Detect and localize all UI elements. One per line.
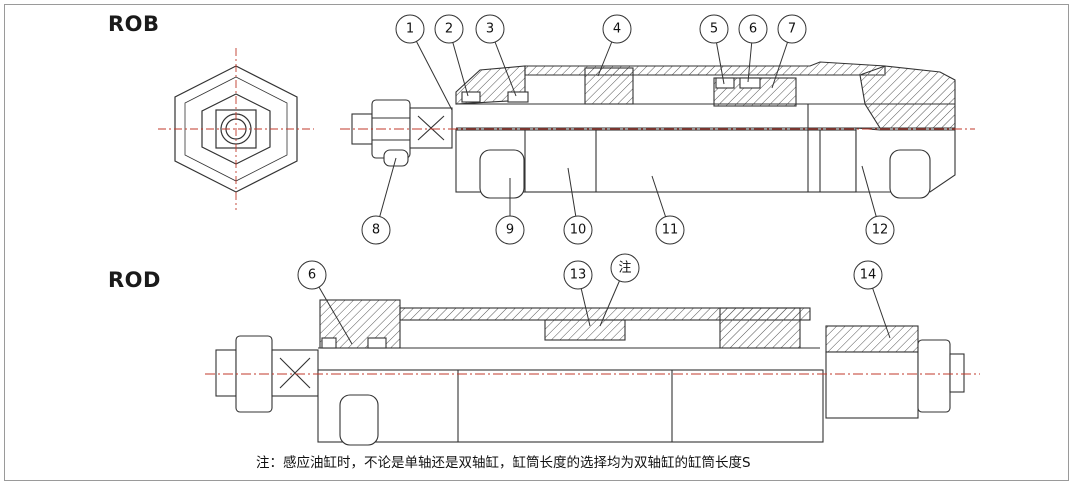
rob-callout-label-2: 2 [445, 22, 453, 37]
rob-callout-bubble-7 [777, 14, 807, 44]
rod-callout-label-14: 14 [860, 268, 877, 283]
rob-callout-label-1: 1 [406, 22, 414, 37]
rod-callout-label-13: 13 [570, 268, 587, 283]
rob-callout-label-9: 9 [506, 223, 514, 238]
rod-callout-bubble-注 [610, 253, 640, 283]
rob-callout-bubble-1 [395, 14, 425, 44]
rod-callout-bubble-13 [563, 260, 593, 290]
rob-callout-label-11: 11 [662, 223, 679, 238]
rob-callout-label-8: 8 [372, 223, 380, 238]
rob-callout-label-12: 12 [872, 223, 889, 238]
rob-callout-bubble-6 [738, 14, 768, 44]
rob-callout-bubble-3 [475, 14, 505, 44]
rob-leader-1 [409, 28, 453, 111]
rob-end-view [158, 48, 314, 210]
rob-callout-bubble-5 [699, 14, 729, 44]
rob-section [340, 61, 975, 199]
rob-callout-label-4: 4 [613, 22, 621, 37]
rod-callout-bubble-6 [297, 260, 327, 290]
rob-callout-bubble-2 [434, 14, 464, 44]
rod-title: ROD [108, 268, 161, 292]
rob-title: ROB [108, 12, 160, 36]
footnote: 注：感应油缸时，不论是单轴还是双轴缸，缸筒长度的选择均为双轴缸的缸筒长度S [256, 455, 751, 471]
rod-callout-label-注: 注 [618, 261, 631, 276]
rob-callout-bubble-10 [563, 215, 593, 245]
rob-callout-bubble-11 [655, 215, 685, 245]
rob-callout-bubble-8 [361, 215, 391, 245]
rob-callout-bubble-9 [495, 215, 525, 245]
rob-callout-label-6: 6 [749, 22, 757, 37]
rob-callout-label-5: 5 [710, 22, 718, 37]
rob-callout-bubble-12 [865, 215, 895, 245]
rob-callout-label-10: 10 [570, 223, 587, 238]
rob-callout-label-7: 7 [788, 22, 796, 37]
rod-callout-bubble-14 [853, 260, 883, 290]
rod-callout-label-6: 6 [308, 268, 316, 283]
rob-callout-bubble-4 [602, 14, 632, 44]
rob-callout-label-3: 3 [486, 22, 494, 37]
rod-section [205, 299, 980, 446]
